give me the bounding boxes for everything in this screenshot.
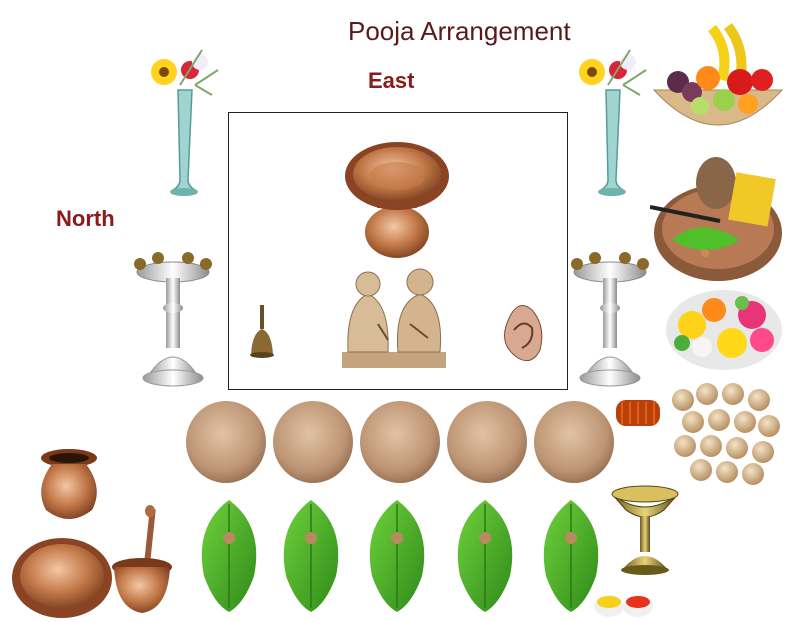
coconut bbox=[445, 398, 531, 486]
oil-lamp-icon bbox=[565, 248, 655, 390]
thread-roll-icon bbox=[612, 392, 664, 434]
coconut bbox=[271, 398, 357, 486]
betel-leaf bbox=[194, 496, 264, 614]
kalash-icon bbox=[342, 138, 452, 260]
flower-plate-icon bbox=[662, 285, 785, 375]
lakshmi-ganesha-idol-icon bbox=[338, 264, 450, 370]
direction-label-east: East bbox=[368, 68, 414, 94]
flower-vase-icon bbox=[140, 40, 230, 198]
direction-label-north: North bbox=[56, 206, 115, 232]
oil-lamp-icon bbox=[128, 248, 218, 390]
coconut-offering-plate-icon bbox=[650, 145, 785, 285]
copper-cup-spoon-icon bbox=[110, 505, 176, 619]
copper-plate-icon bbox=[10, 536, 116, 622]
kumkum-turmeric-bowls-icon bbox=[592, 590, 656, 620]
betel-leaf bbox=[450, 496, 520, 614]
betel-leaf bbox=[362, 496, 432, 614]
brass-diya-stand-icon bbox=[608, 480, 682, 576]
fruit-bowl-icon bbox=[650, 20, 785, 145]
flower-vase-icon bbox=[568, 40, 658, 198]
coconut bbox=[184, 398, 270, 486]
page-title: Pooja Arrangement bbox=[348, 16, 571, 47]
coconut bbox=[358, 398, 444, 486]
betel-nuts-icon bbox=[665, 380, 785, 490]
copper-pot-icon bbox=[34, 448, 104, 528]
bell-icon bbox=[248, 303, 276, 361]
coconut bbox=[532, 398, 618, 486]
conch-shell-icon bbox=[496, 296, 546, 366]
betel-leaf bbox=[276, 496, 346, 614]
